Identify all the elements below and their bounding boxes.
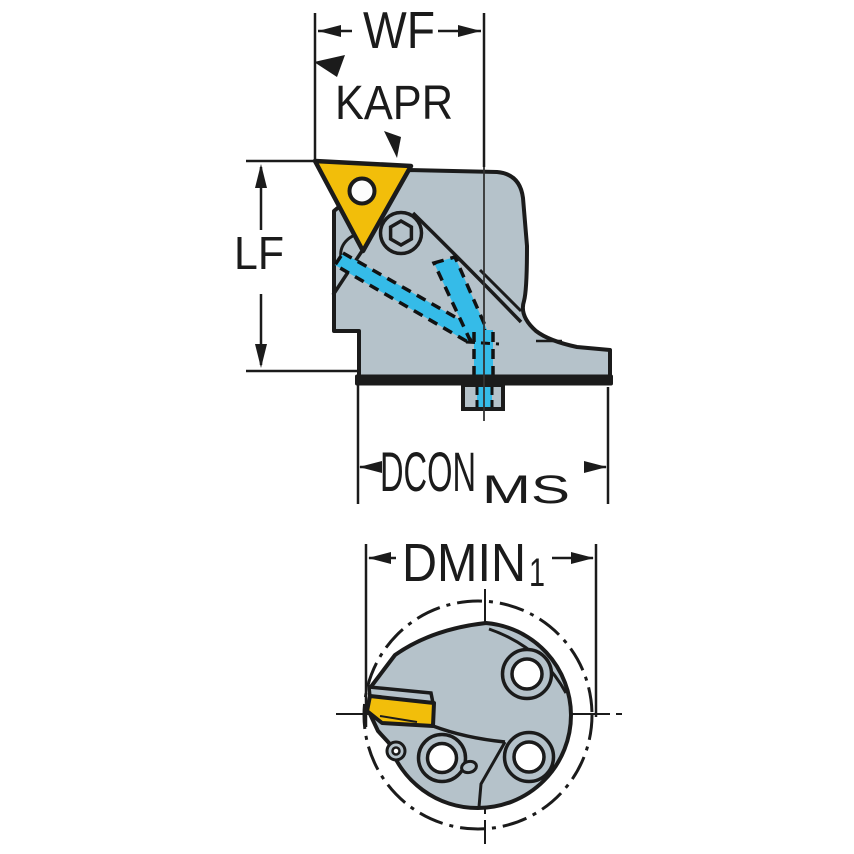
pin-hole-oval bbox=[460, 759, 478, 775]
wf-label: WF bbox=[363, 2, 435, 60]
dcon-sub-label: MS bbox=[482, 468, 570, 512]
hex-socket-icon bbox=[388, 218, 414, 248]
wf-arrow-left-icon bbox=[318, 25, 341, 37]
secondary-edge-line bbox=[478, 268, 523, 313]
lf-label: LF bbox=[234, 227, 284, 279]
face-edge-line bbox=[411, 211, 523, 324]
coolant-channel-right bbox=[431, 254, 490, 343]
lf-arrow-up-icon bbox=[255, 164, 267, 188]
insert-end-view bbox=[365, 694, 436, 728]
hole-bottom-right-inner bbox=[512, 740, 546, 774]
dmin-label: DMIN bbox=[402, 533, 526, 593]
coolant-channel-left bbox=[332, 250, 479, 345]
dmin-arrow-left-icon bbox=[368, 552, 391, 564]
kapr-arrow-upper-icon bbox=[314, 55, 345, 77]
slot-edge-line bbox=[477, 741, 507, 808]
insert-side bbox=[312, 158, 414, 254]
lf-arrow-down-icon bbox=[255, 344, 267, 368]
wf-arrow-right-icon bbox=[458, 25, 481, 37]
coolant-junction-dash bbox=[465, 340, 500, 346]
hole-top-right-inner bbox=[510, 657, 544, 691]
dcon-arrow-right-icon bbox=[584, 461, 607, 473]
dcon-label: DCON bbox=[380, 440, 476, 503]
kapr-label: KAPR bbox=[335, 77, 453, 130]
coupling-holes bbox=[385, 647, 556, 784]
kapr-arrow-lower-icon bbox=[384, 131, 401, 158]
dmin-arrow-right-icon bbox=[571, 552, 594, 564]
insert-edge-detail bbox=[379, 715, 418, 723]
dmin-circle bbox=[362, 599, 594, 831]
side-view: WF KAPR LF bbox=[234, 2, 613, 512]
coolant-channels bbox=[332, 250, 500, 377]
dmin-sub-label: 1 bbox=[529, 551, 545, 595]
insert-hole bbox=[347, 176, 377, 206]
end-view: DMIN 1 bbox=[336, 533, 622, 844]
chip-pocket-edge bbox=[432, 724, 506, 744]
dcon-arrow-left-icon bbox=[359, 461, 382, 473]
hole-bottom-left-inner bbox=[425, 741, 459, 775]
hole-small-inner bbox=[391, 746, 401, 756]
